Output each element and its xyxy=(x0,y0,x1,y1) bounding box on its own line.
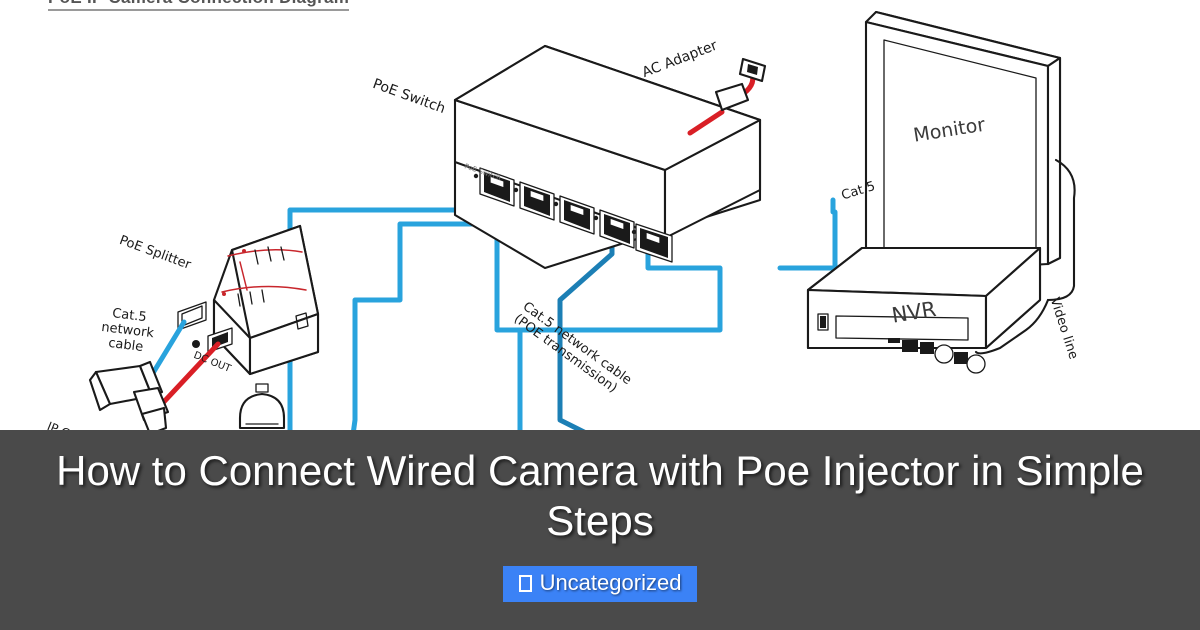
poe-switch-device: PoE Switch xyxy=(453,44,762,270)
badge-container: Uncategorized xyxy=(0,566,1200,602)
category-badge-label: Uncategorized xyxy=(539,570,682,595)
monitor-device xyxy=(864,10,1076,302)
label-cat5-network-cable: Cat.5 network cable xyxy=(100,306,155,355)
video-line-cable xyxy=(974,298,1050,355)
folder-icon xyxy=(518,575,532,592)
dc-out-cable xyxy=(157,341,221,409)
nvr-device xyxy=(806,246,1042,374)
ip-camera-device xyxy=(88,360,170,436)
page-title: PoE IP Camera Connection Diagram xyxy=(48,0,350,11)
switch-ports xyxy=(473,167,673,263)
poe-ip-camera-dome xyxy=(238,383,286,430)
overlay-title: How to Connect Wired Camera with Poe Inj… xyxy=(56,447,1144,544)
category-badge[interactable]: Uncategorized xyxy=(502,566,698,602)
ac-adapter-device xyxy=(687,57,767,136)
